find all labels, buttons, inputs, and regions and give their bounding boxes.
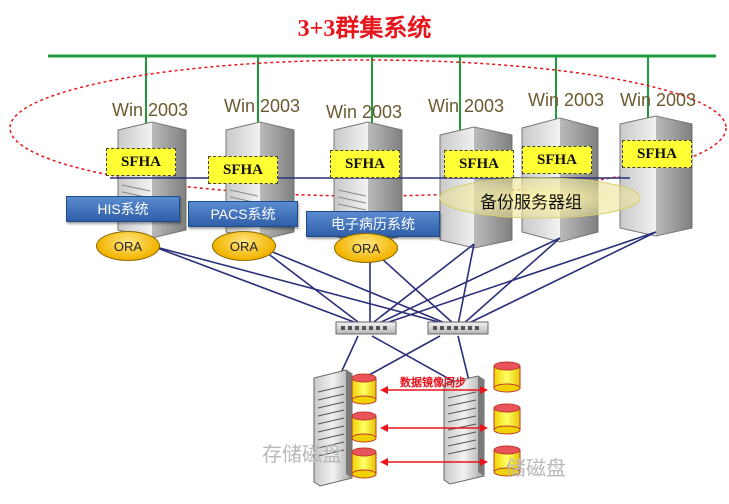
os-label-4: Win 2003: [428, 96, 505, 116]
disk-right-2: [493, 403, 521, 435]
ora-db-1: ORA: [96, 231, 160, 261]
disk-left-1: [351, 373, 377, 405]
sfha-box-4: SFHA: [444, 150, 514, 178]
sfha-box-2: SFHA: [208, 156, 278, 184]
network-links: [151, 231, 657, 386]
sfha-box-3: SFHA: [330, 150, 400, 178]
system-pacs: PACS系统: [188, 201, 298, 227]
sfha-box-6: SFHA: [622, 140, 692, 168]
os-label-1: Win 2003: [112, 100, 189, 120]
os-label-6: Win 2003: [620, 90, 697, 110]
diagram-title: 3+3群集系统: [297, 16, 432, 42]
disk-right-3: [493, 445, 521, 477]
sfha-box-5: SFHA: [522, 146, 592, 174]
mirror-sync-label: 数据镜像同步: [400, 377, 466, 389]
storage-label-right: 储磁盘: [506, 458, 566, 480]
network-bus: [48, 54, 716, 150]
backup-group-label: 备份服务器组: [480, 193, 582, 212]
os-label-2: Win 2003: [224, 96, 301, 116]
ora-db-2: ORA: [212, 231, 276, 261]
storage-array-left: [313, 369, 353, 487]
switch-1: [335, 321, 397, 335]
mirror-arrows: [380, 386, 488, 466]
storage-label-left: 存储磁盘: [262, 444, 342, 466]
os-label-5: Win 2003: [528, 90, 605, 110]
system-emr: 电子病历系统: [306, 211, 440, 237]
disk-icons: [351, 361, 521, 479]
sfha-box-1: SFHA: [106, 148, 176, 176]
disk-left-2: [351, 411, 377, 443]
backup-group-highlight: [439, 177, 641, 219]
disk-left-3: [351, 447, 377, 479]
switch-2: [427, 321, 489, 335]
disk-right-1: [493, 361, 521, 393]
server-tower-6: [619, 115, 693, 237]
ora-db-3: ORA: [334, 233, 398, 263]
system-his: HIS系统: [66, 196, 180, 222]
os-label-3: Win 2003: [326, 102, 403, 122]
storage-array-right: [443, 375, 485, 485]
